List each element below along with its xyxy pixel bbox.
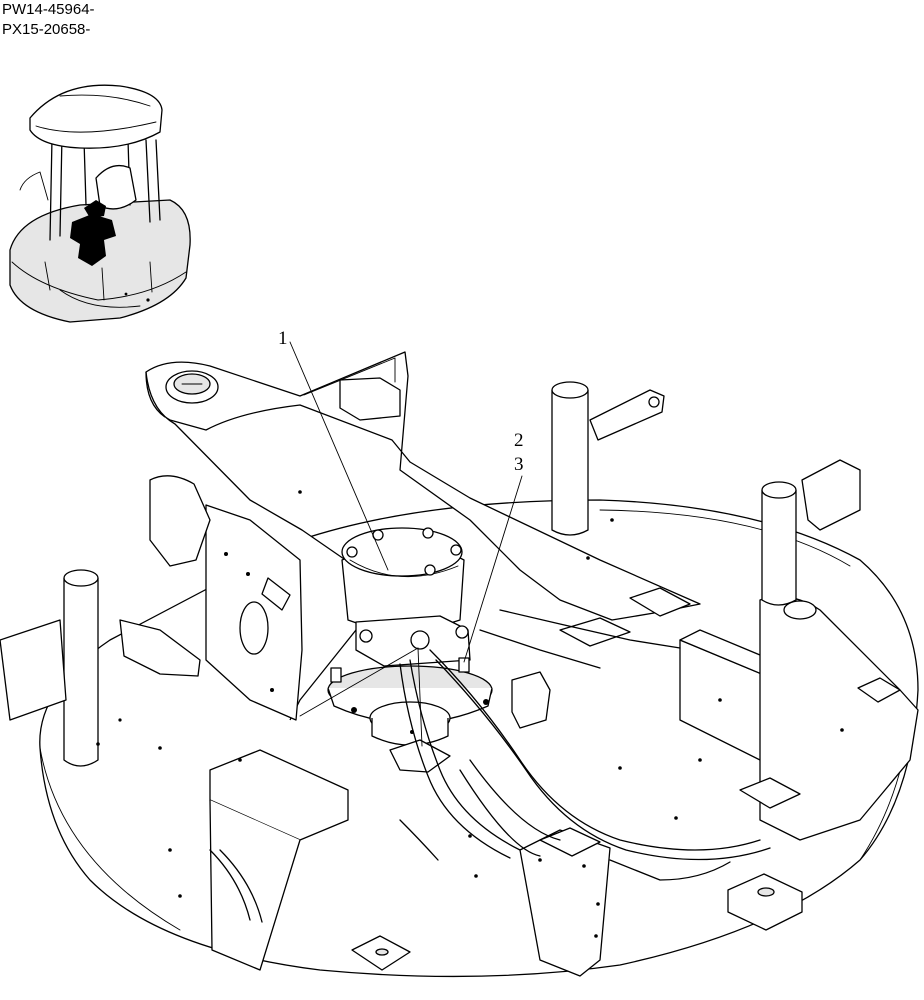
callout-leaders xyxy=(289,341,523,747)
callout-label-3: 3 xyxy=(514,454,524,475)
vertical-posts xyxy=(63,381,797,767)
mounting-holes xyxy=(96,490,844,938)
swivel-joint-assembly xyxy=(327,527,493,746)
serial-range-1: PW14-45964- xyxy=(2,1,95,18)
serial-range-block: PW14-45964- PX15-20658- xyxy=(2,0,95,40)
callout-label-2: 2 xyxy=(514,430,524,451)
locator-thumbnail xyxy=(9,84,191,323)
arm-side-plate xyxy=(205,504,303,721)
right-frame-members xyxy=(479,587,919,931)
right-front-frame xyxy=(459,759,731,977)
brackets-and-tabs xyxy=(0,377,861,729)
serial-range-2: PX15-20658- xyxy=(2,21,91,38)
callout-label-1: 1 xyxy=(278,328,288,349)
hydraulic-hoses xyxy=(209,649,771,923)
